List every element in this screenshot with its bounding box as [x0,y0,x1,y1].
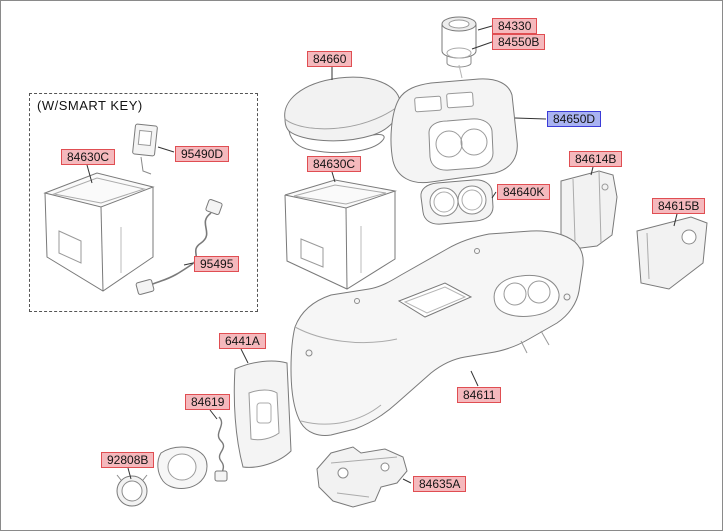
part-label-84630C-left[interactable]: 84630C [61,149,116,165]
part-drawing-84615B [636,216,708,290]
part-label-84650D[interactable]: 84650D [547,111,602,127]
part-label-84550B[interactable]: 84550B [492,34,546,50]
part-label-84611[interactable]: 84611 [457,387,502,403]
leader-lines [86,25,678,484]
part-label-92808B[interactable]: 92808B [101,452,155,468]
part-label-84330[interactable]: 84330 [492,18,538,34]
part-label-84630C-mid[interactable]: 84630C [307,156,362,172]
smart-key-note: (W/SMART KEY) [37,98,143,113]
smart-key-group-box [29,93,258,312]
part-drawing-95490D [132,123,158,175]
part-drawing-6441A [233,360,292,468]
part-drawing-84635A [316,446,408,508]
part-label-6441A[interactable]: 6441A [219,333,266,349]
part-label-84615B[interactable]: 84615B [652,198,706,214]
part-drawing-84640K [420,179,494,225]
part-drawing-92808B [116,446,208,507]
part-label-84660[interactable]: 84660 [307,51,353,67]
part-label-95495[interactable]: 95495 [194,256,240,272]
part-drawing-84330 [441,16,477,68]
part-drawing-84611 [290,230,584,436]
part-drawing-84660 [284,76,401,154]
part-label-84640K[interactable]: 84640K [497,184,551,200]
part-label-84614B[interactable]: 84614B [569,151,623,167]
part-drawing-95495 [135,199,223,295]
part-label-84635A[interactable]: 84635A [413,476,467,492]
part-drawing-84614B [560,170,618,250]
part-drawing-84650D [390,64,518,184]
part-drawing-84619 [214,416,228,482]
part-drawing-84630C-mid [284,179,397,290]
part-label-84619[interactable]: 84619 [185,394,231,410]
part-drawing-84630C-left [43,172,155,292]
part-label-95490D[interactable]: 95490D [175,146,230,162]
